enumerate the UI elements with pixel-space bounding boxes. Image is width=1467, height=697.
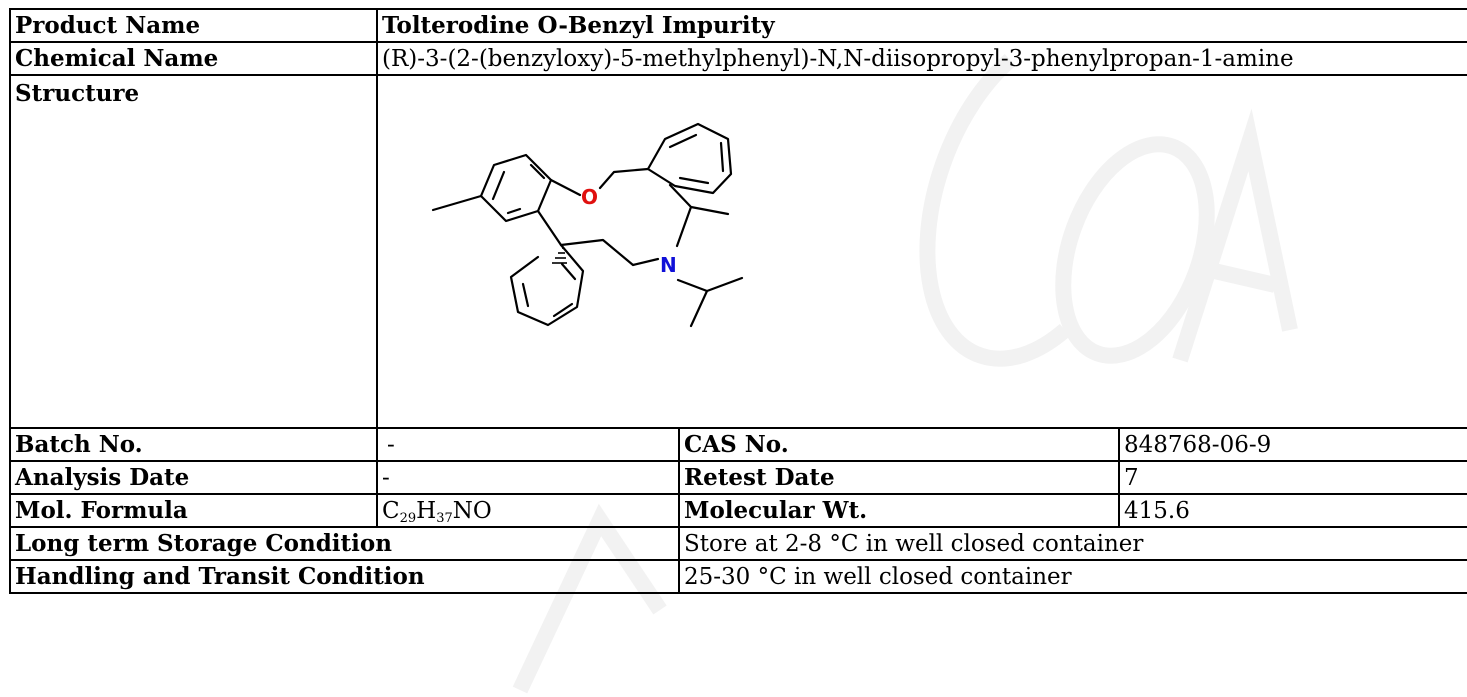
structure-label: Structure — [9, 74, 378, 429]
product-name-value: Tolterodine O-Benzyl Impurity — [375, 8, 1467, 43]
long-term-storage-value: Store at 2-8 °C in well closed container — [677, 526, 1467, 561]
analysis-date-value: - — [376, 460, 680, 495]
benzyl-ring — [646, 122, 733, 195]
chemical-name-row: Chemical Name (R)-3-(2-(benzyloxy)-5-met… — [9, 41, 1467, 76]
ether-bonds — [549, 167, 650, 197]
nitrogen-atom-label: N — [660, 253, 677, 277]
retest-date-value: 7 — [1117, 460, 1467, 495]
handling-row: Handling and Transit Condition 25-30 °C … — [9, 559, 1467, 594]
batch-row: Batch No. - CAS No. 848768-06-9 — [9, 427, 1467, 462]
formula-label: Mol. Formula — [9, 493, 378, 528]
formula-row: Mol. Formula C29H37NO Molecular Wt. 415.… — [9, 493, 1467, 528]
formula-h-count: 37 — [436, 510, 453, 526]
chemical-name-label: Chemical Name — [9, 41, 378, 76]
coa-table: Product Name Tolterodine O-Benzyl Impuri… — [9, 8, 1467, 594]
isopropyl-bonds — [668, 183, 744, 328]
chain-bonds — [536, 209, 660, 267]
chemical-name-value: (R)-3-(2-(benzyloxy)-5-methylphenyl)-N,N… — [375, 41, 1467, 76]
structure-cell: O N — [375, 74, 1467, 429]
chemical-structure-image: O N — [431, 122, 744, 328]
analysis-date-row: Analysis Date - Retest Date 7 — [9, 460, 1467, 495]
phenyl-ring — [509, 243, 585, 327]
molecular-weight-label: Molecular Wt. — [678, 493, 1120, 528]
long-term-storage-row: Long term Storage Condition Store at 2-8… — [9, 526, 1467, 561]
stereo-hash-wedge — [552, 247, 567, 264]
formula-value: C29H37NO — [376, 493, 680, 528]
retest-date-label: Retest Date — [678, 460, 1120, 495]
long-term-storage-label: Long term Storage Condition — [9, 526, 680, 561]
formula-h: H — [416, 497, 437, 524]
cas-value: 848768-06-9 — [1117, 427, 1467, 462]
molecular-weight-value: 415.6 — [1117, 493, 1467, 528]
batch-value: - — [376, 427, 680, 462]
cas-label: CAS No. — [678, 427, 1120, 462]
product-name-label: Product Name — [9, 8, 378, 43]
formula-c-count: 29 — [399, 510, 417, 526]
formula-rest: NO — [452, 497, 492, 524]
formula-c: C — [382, 497, 400, 524]
handling-value: 25-30 °C in well closed container — [677, 559, 1467, 594]
methyl-bond — [431, 194, 483, 212]
batch-label: Batch No. — [9, 427, 378, 462]
structure-row: Structure — [9, 74, 1467, 429]
product-name-row: Product Name Tolterodine O-Benzyl Impuri… — [9, 8, 1467, 43]
handling-label: Handling and Transit Condition — [9, 559, 680, 594]
oxygen-atom-label: O — [581, 185, 598, 209]
analysis-date-label: Analysis Date — [9, 460, 378, 495]
